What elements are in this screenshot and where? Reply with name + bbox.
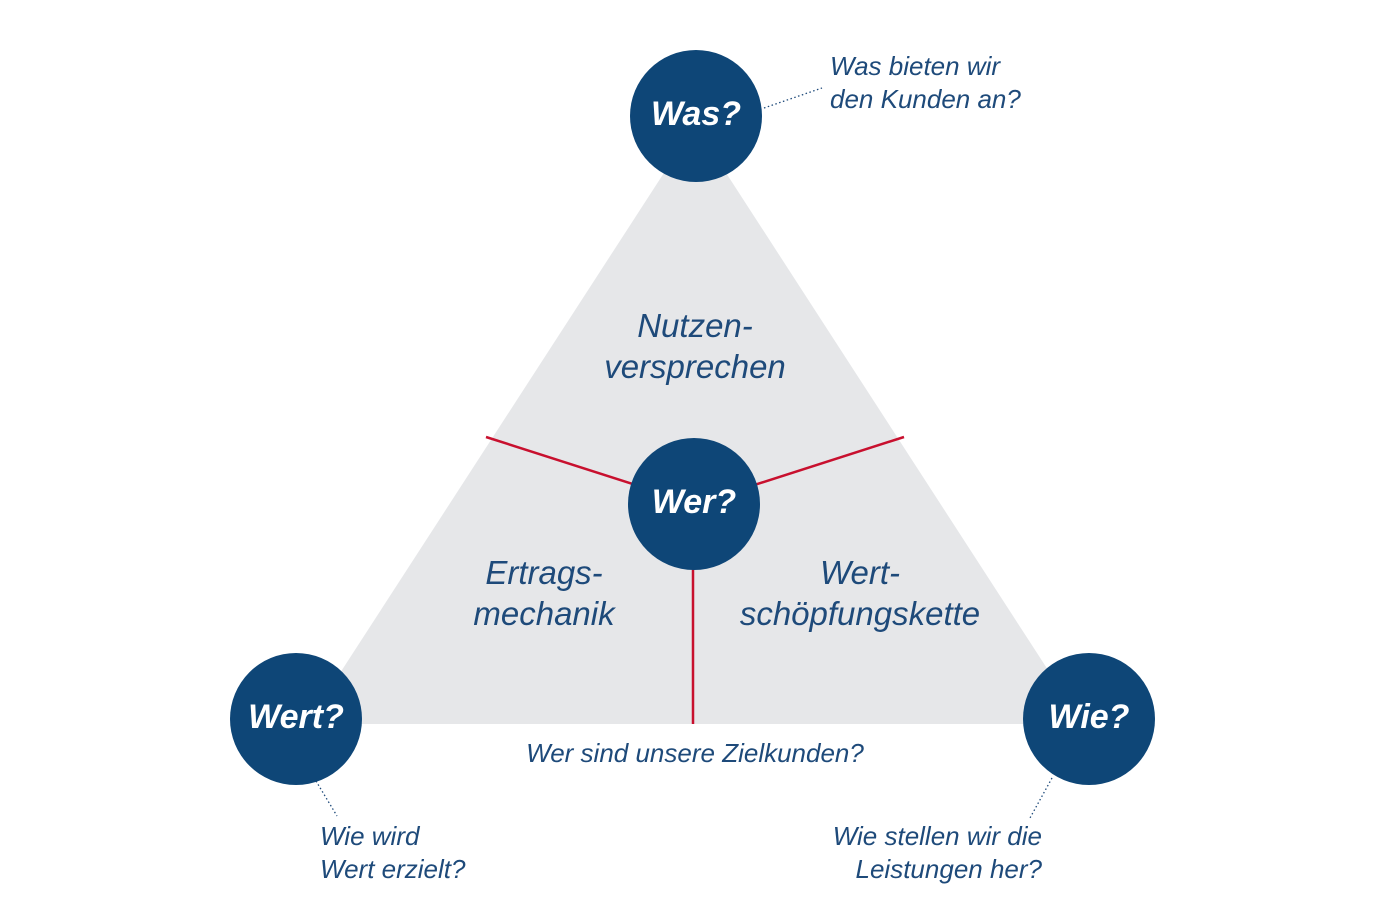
question-wie-line1: Wie stellen wir die	[832, 821, 1042, 851]
question-was-line2: den Kunden an?	[830, 83, 1021, 114]
question-was-line1: Was bieten wir	[830, 51, 1001, 81]
question-wert-line2: Wert erzielt?	[320, 853, 466, 884]
triangle-background	[307, 125, 1083, 724]
section-ertragsmechanik-line1: Ertrags-	[485, 554, 603, 591]
question-was: Was bieten wir den Kunden an?	[830, 50, 1021, 115]
section-nutzenversprechen-line2: versprechen	[604, 348, 786, 386]
node-was-label: Was?	[650, 95, 742, 133]
node-wer-label: Wer?	[651, 483, 737, 521]
section-ertragsmechanik-line2: mechanik	[473, 595, 615, 633]
node-wie-label: Wie?	[1048, 698, 1130, 736]
question-wie: Wie stellen wir die Leistungen her?	[780, 820, 1042, 885]
question-wert: Wie wird Wert erzielt?	[320, 820, 465, 885]
section-nutzenversprechen-line1: Nutzen-	[637, 307, 753, 344]
leader-wert	[315, 780, 338, 817]
question-wert-line1: Wie wird	[320, 821, 420, 851]
node-wie-circle	[1023, 653, 1155, 785]
leader-was	[763, 87, 823, 109]
leader-wie	[1029, 777, 1053, 819]
question-wie-line2: Leistungen her?	[855, 853, 1042, 884]
section-wertschoepfungskette-line1: Wert-	[819, 554, 901, 591]
node-wert-label: Wert?	[248, 698, 344, 736]
section-wertschoepfungskette: Wert- schöpfungskette	[715, 552, 1005, 635]
node-wer-circle	[628, 438, 760, 570]
node-wert-circle	[230, 653, 362, 785]
section-ertragsmechanik: Ertrags- mechanik	[414, 552, 674, 635]
section-nutzenversprechen: Nutzen- versprechen	[555, 305, 835, 388]
question-wer: Wer sind unsere Zielkunden?	[526, 738, 864, 768]
node-was-circle	[630, 50, 762, 182]
section-wertschoepfungskette-line2: schöpfungskette	[739, 595, 981, 633]
